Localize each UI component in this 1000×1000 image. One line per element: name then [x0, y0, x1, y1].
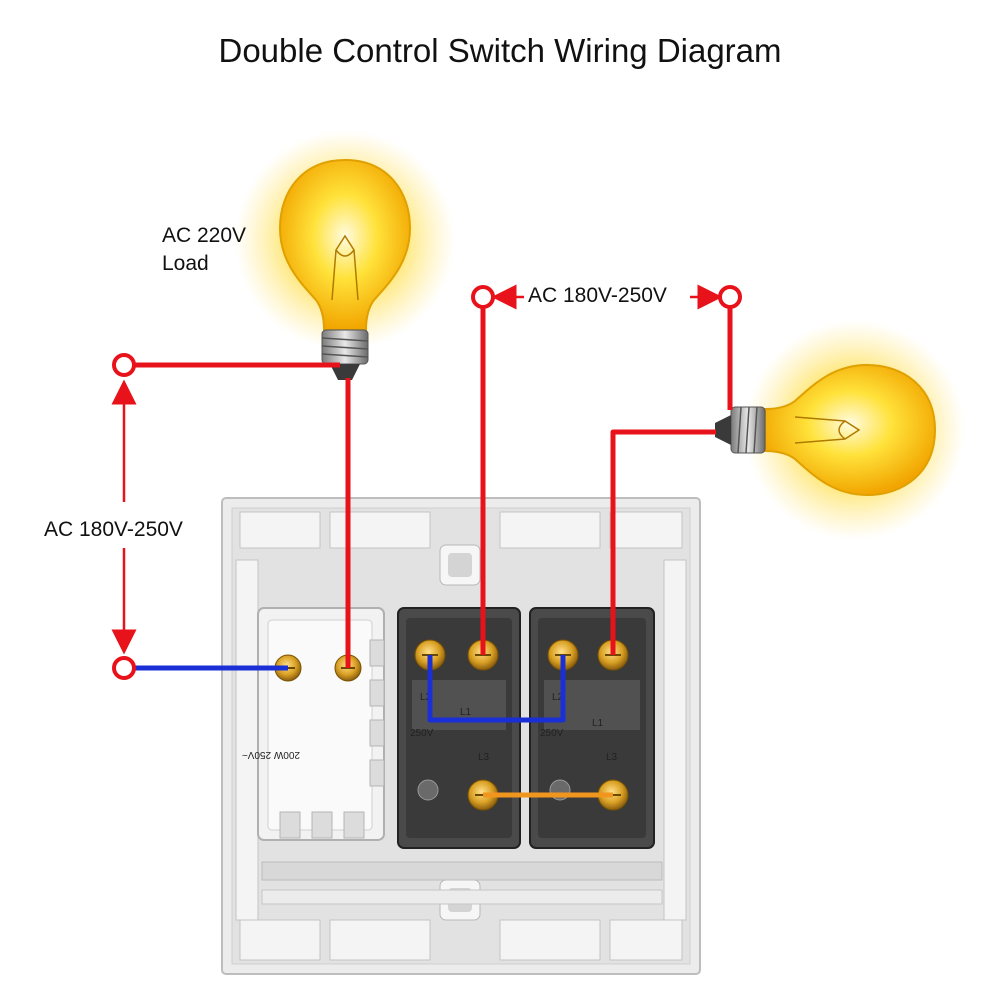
gang1-l2-text: L2 [420, 692, 432, 703]
terminal-node-icon [112, 353, 136, 377]
load-voltage-text: AC 220V [162, 224, 247, 247]
wire-gang1-to-gang2 [427, 655, 566, 723]
light-bulb-icon [235, 130, 455, 380]
gang2-l1-text: L1 [592, 718, 604, 729]
gang1-rating-text: 250V [410, 728, 434, 739]
gang1-l3-text: L3 [478, 752, 490, 763]
load-label: AC 220V Load [162, 222, 246, 278]
gang2-l3-text: L3 [606, 752, 618, 763]
diagram-title: Double Control Switch Wiring Diagram [218, 32, 782, 69]
terminal-node-icon [112, 656, 136, 680]
terminal-node-icon [718, 285, 742, 309]
neutral-wires [124, 655, 566, 723]
gang2-l2-text: L2 [552, 692, 564, 703]
gang1-l1-text: L1 [460, 707, 472, 718]
dimmer-rating-text: 200W 250V~ [242, 749, 300, 760]
supply-voltage-left: AC 180V-250V [44, 518, 183, 541]
supply-voltage-top: AC 180V-250V [526, 282, 669, 310]
wire-bulb2-to-gang2 [610, 429, 716, 655]
switch-gang-1: L2 L1 250V L3 [397, 607, 521, 849]
dimmer-module: 200W 250V~ [242, 607, 385, 841]
load-text: Load [162, 252, 209, 275]
switch-gang-2: L2 L1 250V L3 [529, 607, 655, 849]
light-bulb-icon [715, 320, 965, 540]
live-wires [124, 298, 733, 668]
arrow-icon [111, 284, 723, 655]
terminal-nodes [112, 285, 742, 680]
gang2-rating-text: 250V [540, 728, 564, 739]
terminal-node-icon [471, 285, 495, 309]
